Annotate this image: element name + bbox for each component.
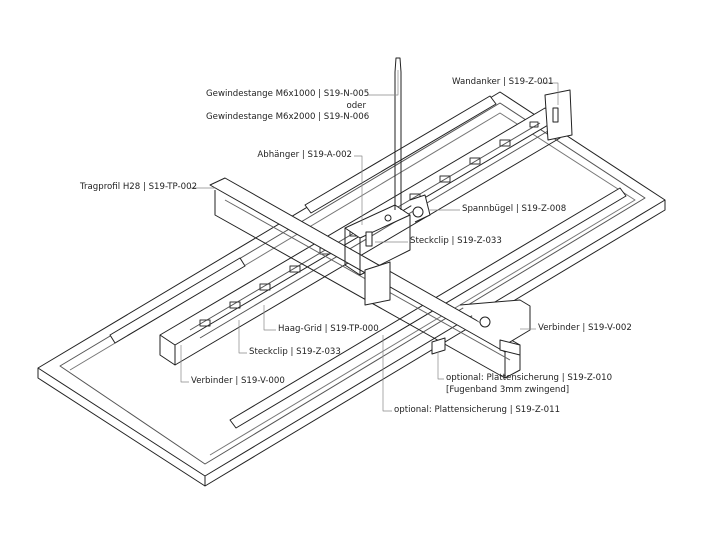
label-or: oder bbox=[346, 101, 366, 111]
label-main-profile: Tragprofil H28 | S19-TP-002 bbox=[80, 182, 198, 192]
wall-anchor bbox=[544, 89, 573, 141]
label-hanger: Abhänger | S19-A-002 bbox=[257, 150, 352, 160]
label-connector-right: Verbinder | S19-V-002 bbox=[538, 323, 632, 333]
label-threaded-rod-1: Gewindestange M6x1000 | S19-N-005 bbox=[206, 89, 370, 99]
label-clip-lower: Steckclip | S19-Z-033 bbox=[249, 347, 341, 357]
label-panel-lock-010: optional: Plattensicherung | S19-Z-010 bbox=[446, 373, 613, 383]
label-panel-lock-011: optional: Plattensicherung | S19-Z-011 bbox=[394, 405, 561, 415]
main-profile bbox=[209, 177, 531, 379]
label-panel-lock-010-note: [Fugenband 3mm zwingend] bbox=[446, 385, 570, 395]
label-clip-upper: Steckclip | S19-Z-033 bbox=[410, 236, 502, 246]
hanger bbox=[344, 194, 431, 276]
label-wall-anchor: Wandanker | S19-Z-001 bbox=[452, 77, 554, 87]
label-connector-left: Verbinder | S19-V-000 bbox=[191, 376, 285, 386]
label-threaded-rod-2: Gewindestange M6x2000 | S19-N-006 bbox=[206, 112, 370, 122]
panel-locks bbox=[364, 261, 446, 355]
leader-lines bbox=[180, 70, 559, 412]
label-tension-bracket: Spannbügel | S19-Z-008 bbox=[462, 204, 567, 214]
label-grid: Haag-Grid | S19-TP-000 bbox=[278, 324, 379, 334]
